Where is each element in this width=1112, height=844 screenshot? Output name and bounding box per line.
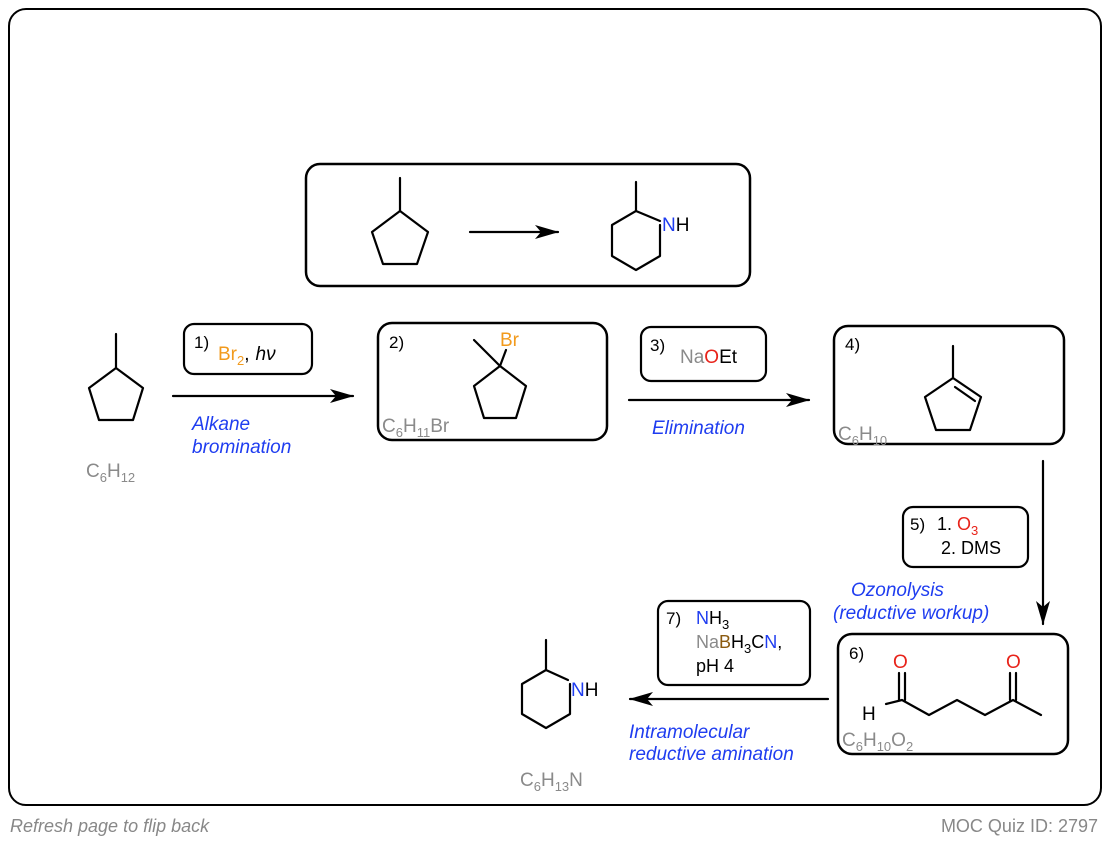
reagent-box-7 [656, 599, 812, 687]
final-methylpiperidine [520, 638, 572, 730]
compound-6-ketone-o: O [1006, 652, 1021, 673]
reagent-1-text: Br2,hν [218, 344, 276, 368]
compound-2-label: 2) [389, 333, 404, 352]
compound-box-6 [836, 632, 1070, 756]
compound-4-label: 4) [845, 335, 860, 354]
reagent-5-line1: 1.O3 [937, 514, 978, 538]
compound-4-formula: C6H10 [838, 424, 887, 448]
reagent-5-label: 5) [910, 515, 925, 534]
flip-back-hint: Refresh page to flip back [10, 816, 210, 836]
reagent-7-label: 7) [666, 609, 681, 628]
compound-2-br: Br [500, 330, 520, 351]
reagent-7-line3: pH 4 [696, 656, 734, 676]
compound-6-structure [884, 671, 1043, 717]
quiz-id: MOC Quiz ID: 2797 [940, 816, 1098, 836]
compound-6-aldehyde-o: O [893, 652, 908, 673]
caption-7-line2: reductive amination [629, 744, 794, 765]
compound-6-label: 6) [849, 644, 864, 663]
reagent-box-1 [182, 322, 314, 376]
reagent-5-line2: 2. DMS [941, 538, 1001, 558]
compound-4-structure [923, 344, 983, 432]
compound-box-2 [376, 321, 609, 442]
quiz-card [8, 8, 1102, 806]
reagent-7-line1: NH3 [696, 608, 729, 632]
final-amine-label: NH [571, 680, 598, 701]
overview-box [304, 162, 752, 288]
caption-5-line1: Ozonolysis [851, 580, 944, 601]
reagent-3-text: NaOEt [680, 347, 738, 368]
caption-1-line2: bromination [192, 437, 291, 458]
compound-2-formula: C6H11Br [382, 416, 450, 440]
final-formula: C6H13N [520, 770, 583, 794]
reagent-box-5 [901, 505, 1030, 569]
compound-6-formula: C6H10O2 [842, 730, 913, 754]
caption-1-line1: Alkane [191, 414, 250, 435]
reagent-3-label: 3) [650, 336, 665, 355]
caption-5-line2: (reductive workup) [833, 603, 989, 624]
reagent-1-label: 1) [194, 333, 209, 352]
caption-3: Elimination [652, 418, 745, 439]
start-methylcyclopentane [87, 332, 145, 422]
caption-7-line1: Intramolecular [629, 722, 750, 743]
overview-methylcyclopentane [370, 176, 430, 266]
reagent-7-line2: NaBH3CN, [696, 632, 782, 656]
compound-6-h: H [862, 704, 876, 725]
overview-methylpiperidine [610, 180, 662, 272]
start-formula: C6H12 [86, 461, 135, 485]
reagent-box-3 [639, 325, 768, 383]
compound-box-4 [832, 324, 1066, 446]
overview-amine-label: NH [662, 215, 689, 236]
compound-2-structure [472, 338, 528, 420]
